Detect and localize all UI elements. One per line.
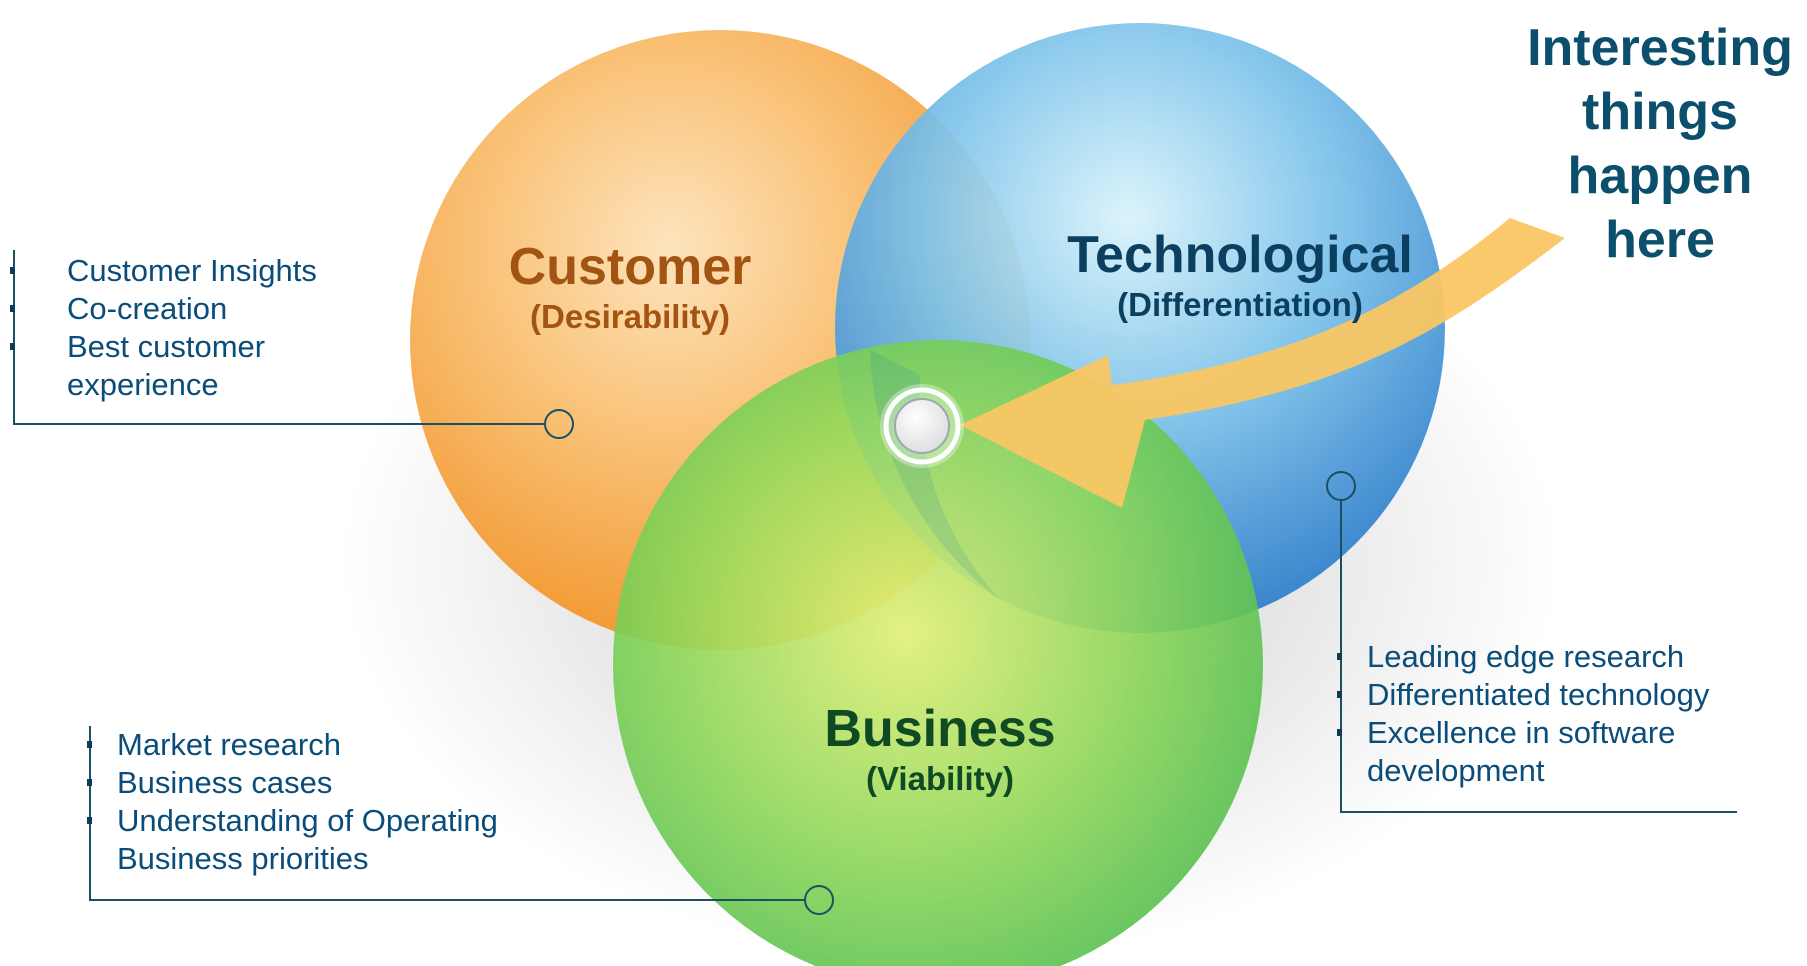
headline-line: Interesting bbox=[1527, 19, 1793, 77]
bullet-icon bbox=[10, 305, 15, 312]
headline-line: things bbox=[1582, 83, 1738, 141]
list-item: experience bbox=[67, 366, 427, 404]
list-item: Differentiated technology bbox=[1337, 676, 1787, 714]
technological-connector bbox=[1340, 500, 1737, 813]
bullet-icon bbox=[87, 741, 92, 748]
list-item: Customer Insights bbox=[10, 252, 427, 290]
headline-line: happen bbox=[1567, 147, 1753, 205]
list-item-text: Understanding of Operating bbox=[117, 803, 498, 838]
business-callout-list: Market research Business cases Understan… bbox=[87, 726, 577, 878]
list-item-text: Business cases bbox=[117, 765, 333, 800]
list-item: Best customer bbox=[10, 328, 427, 366]
customer-subtitle: (Desirability) bbox=[530, 297, 730, 335]
list-item-text: Market research bbox=[117, 727, 341, 762]
list-item: Co-creation bbox=[10, 290, 427, 328]
headline: Interesting things happen here bbox=[1510, 16, 1807, 272]
customer-title: Customer bbox=[508, 238, 752, 296]
bullet-icon bbox=[87, 779, 92, 786]
technological-connector-dot bbox=[1326, 471, 1356, 501]
list-item: Understanding of Operating bbox=[87, 802, 577, 840]
list-item-text: Excellence in software bbox=[1367, 715, 1676, 750]
headline-line: here bbox=[1605, 211, 1715, 269]
business-connector-dot bbox=[804, 885, 834, 915]
bullet-icon bbox=[10, 343, 15, 350]
list-item-text: Customer Insights bbox=[67, 253, 317, 288]
bullet-icon bbox=[87, 817, 92, 824]
business-label: Business (Viability) bbox=[790, 700, 1090, 798]
list-item: Excellence in software bbox=[1337, 714, 1787, 752]
business-subtitle: (Viability) bbox=[866, 759, 1014, 797]
list-item-text: Co-creation bbox=[67, 291, 228, 326]
list-item-text: Best customer bbox=[67, 329, 266, 364]
business-title: Business bbox=[824, 700, 1056, 758]
customer-label: Customer (Desirability) bbox=[480, 238, 780, 336]
technological-title: Technological bbox=[1067, 226, 1413, 284]
center-dot-ring bbox=[883, 387, 961, 465]
list-item-text: Differentiated technology bbox=[1367, 677, 1710, 712]
list-item-text: development bbox=[1367, 753, 1545, 788]
customer-callout-list: Customer Insights Co-creation Best custo… bbox=[10, 252, 427, 404]
center-dot bbox=[894, 398, 950, 454]
bullet-icon bbox=[1337, 653, 1342, 660]
list-item: Business priorities bbox=[117, 840, 577, 878]
list-item-text: Leading edge research bbox=[1367, 639, 1685, 674]
technological-subtitle: (Differentiation) bbox=[1117, 285, 1363, 323]
list-item: development bbox=[1367, 752, 1787, 790]
technological-label: Technological (Differentiation) bbox=[1020, 226, 1460, 324]
list-item: Leading edge research bbox=[1337, 638, 1787, 676]
list-item: Business cases bbox=[87, 764, 577, 802]
list-item-text: Business priorities bbox=[117, 841, 369, 876]
list-item-text: experience bbox=[67, 367, 219, 402]
technological-callout-list: Leading edge research Differentiated tec… bbox=[1337, 638, 1787, 790]
arrow-shape bbox=[960, 218, 1565, 508]
bullet-icon bbox=[1337, 729, 1342, 736]
bullet-icon bbox=[1337, 691, 1342, 698]
bullet-icon bbox=[10, 267, 15, 274]
customer-connector-dot bbox=[544, 409, 574, 439]
list-item: Market research bbox=[87, 726, 577, 764]
